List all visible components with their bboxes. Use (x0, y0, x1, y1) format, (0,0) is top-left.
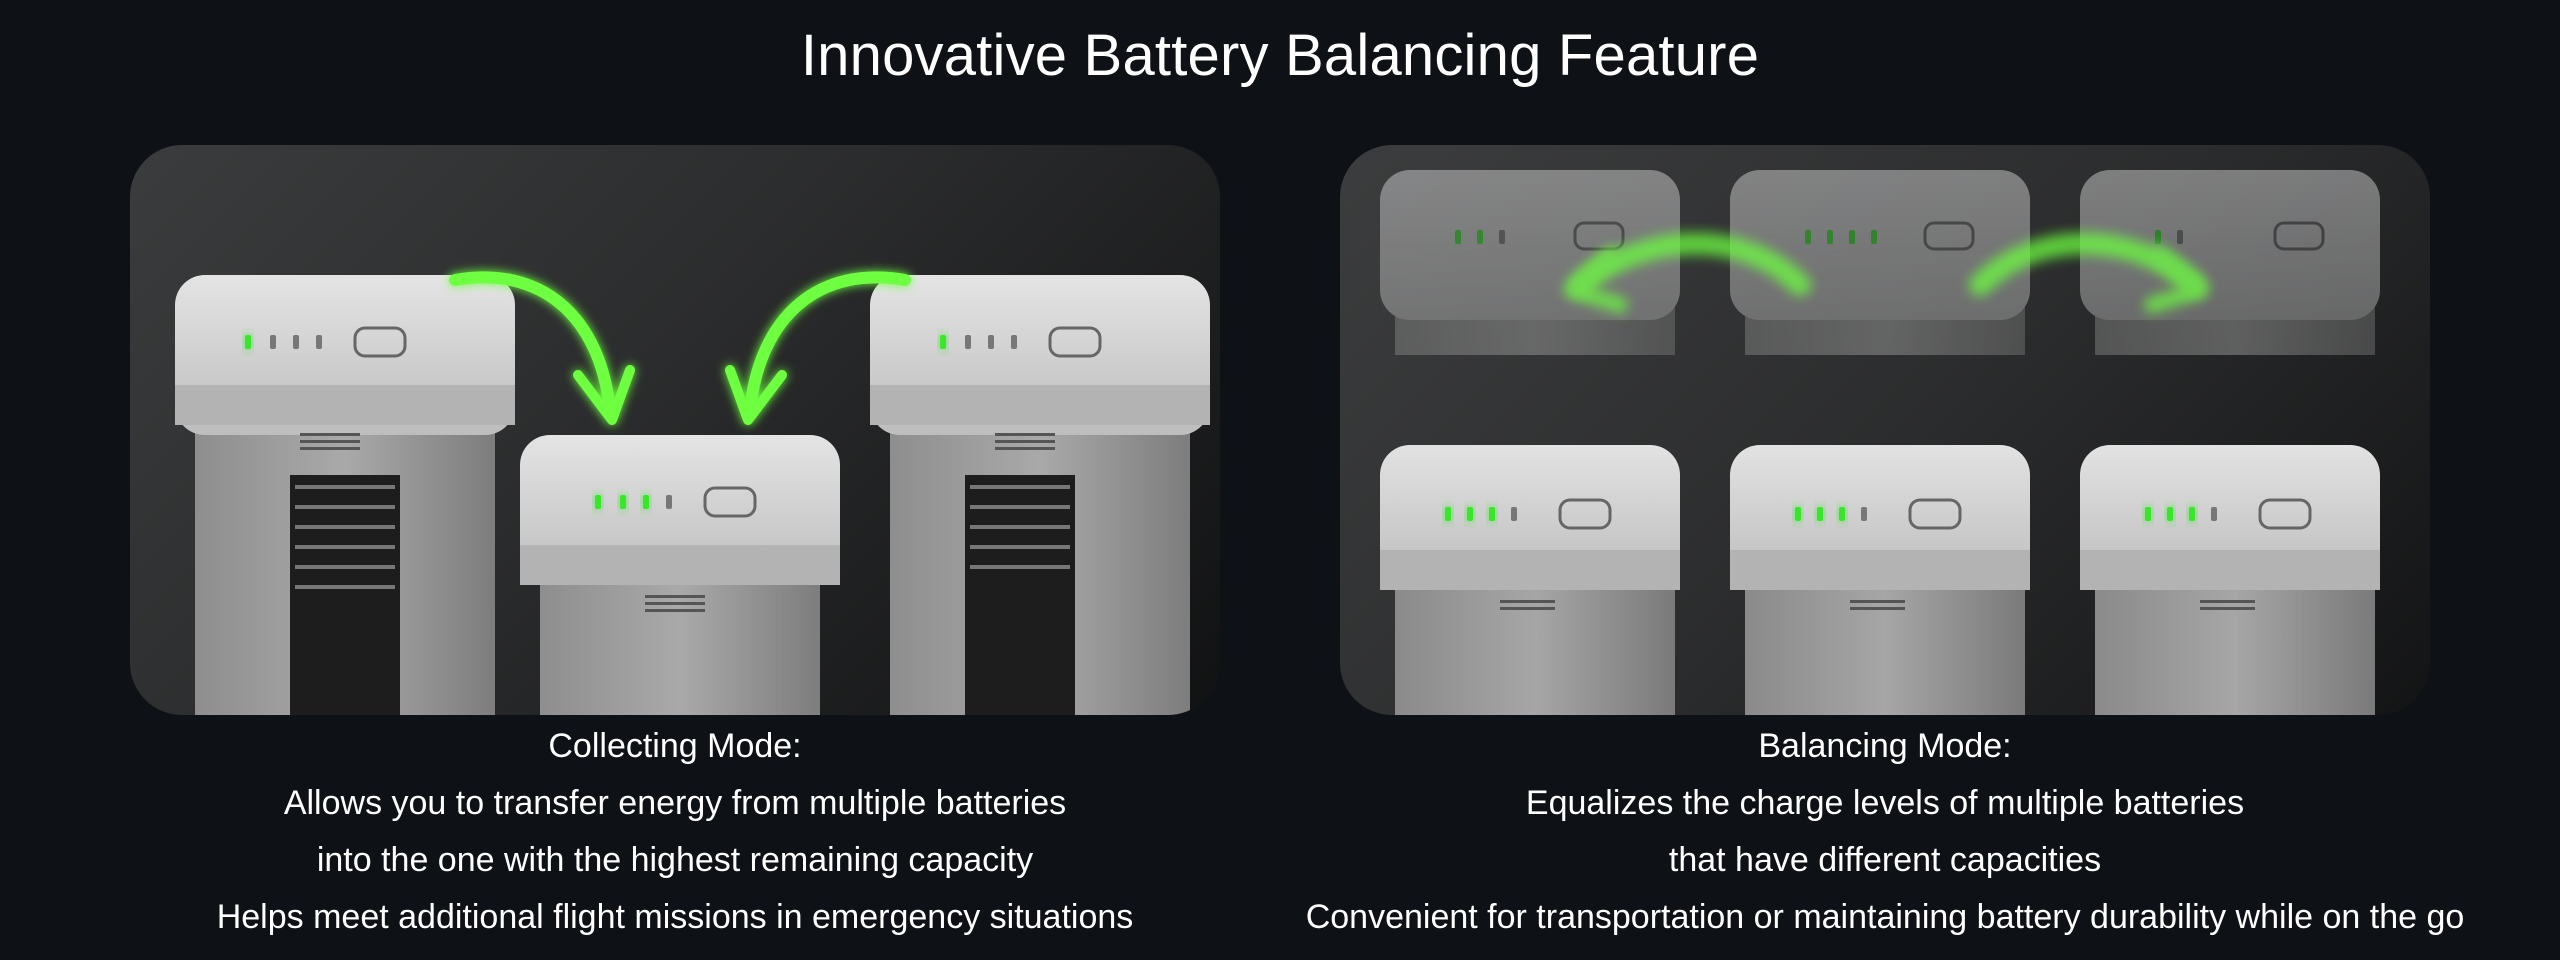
battery-button (353, 326, 407, 358)
led-green (643, 495, 649, 509)
battery-right (870, 275, 1210, 715)
balance-arrow-right (1969, 232, 2208, 313)
balancing-mode-line-2: that have different capacities (1668, 841, 2102, 879)
battery-middle (520, 435, 840, 715)
led-green (595, 495, 601, 509)
balancing-mode-line-3: Convenient for transportation or maintai… (1305, 898, 2465, 936)
led-green (940, 335, 946, 349)
balancing-mode-heading: Balancing Mode: (1758, 727, 2012, 765)
collecting-mode-caption: Collecting Mode: Allows you to transfer … (85, 718, 1265, 946)
battery-row-bottom (1380, 445, 2380, 715)
transfer-arrow-right (725, 271, 911, 425)
collecting-mode-line-1: Allows you to transfer energy from multi… (283, 784, 1067, 822)
collecting-mode-line-2: into the one with the highest remaining … (316, 841, 1034, 879)
page-title: Innovative Battery Balancing Feature (800, 23, 1760, 88)
collecting-mode-image (130, 145, 1220, 715)
balancing-mode-caption: Balancing Mode: Equalizes the charge lev… (1295, 718, 2475, 946)
led-green (620, 495, 626, 509)
battery-button (703, 486, 757, 518)
transfer-arrow-left (449, 271, 635, 425)
balancing-mode-line-1: Equalizes the charge levels of multiple … (1525, 784, 2245, 822)
battery-button (1048, 326, 1102, 358)
collecting-mode-heading: Collecting Mode: (548, 727, 802, 765)
battery-row-top (1380, 170, 2380, 355)
balance-arrow-left (1564, 232, 1811, 313)
led-green (245, 335, 251, 349)
balancing-mode-image (1340, 145, 2430, 715)
collecting-mode-line-3: Helps meet additional flight missions in… (216, 898, 1134, 936)
battery-left (175, 275, 515, 715)
